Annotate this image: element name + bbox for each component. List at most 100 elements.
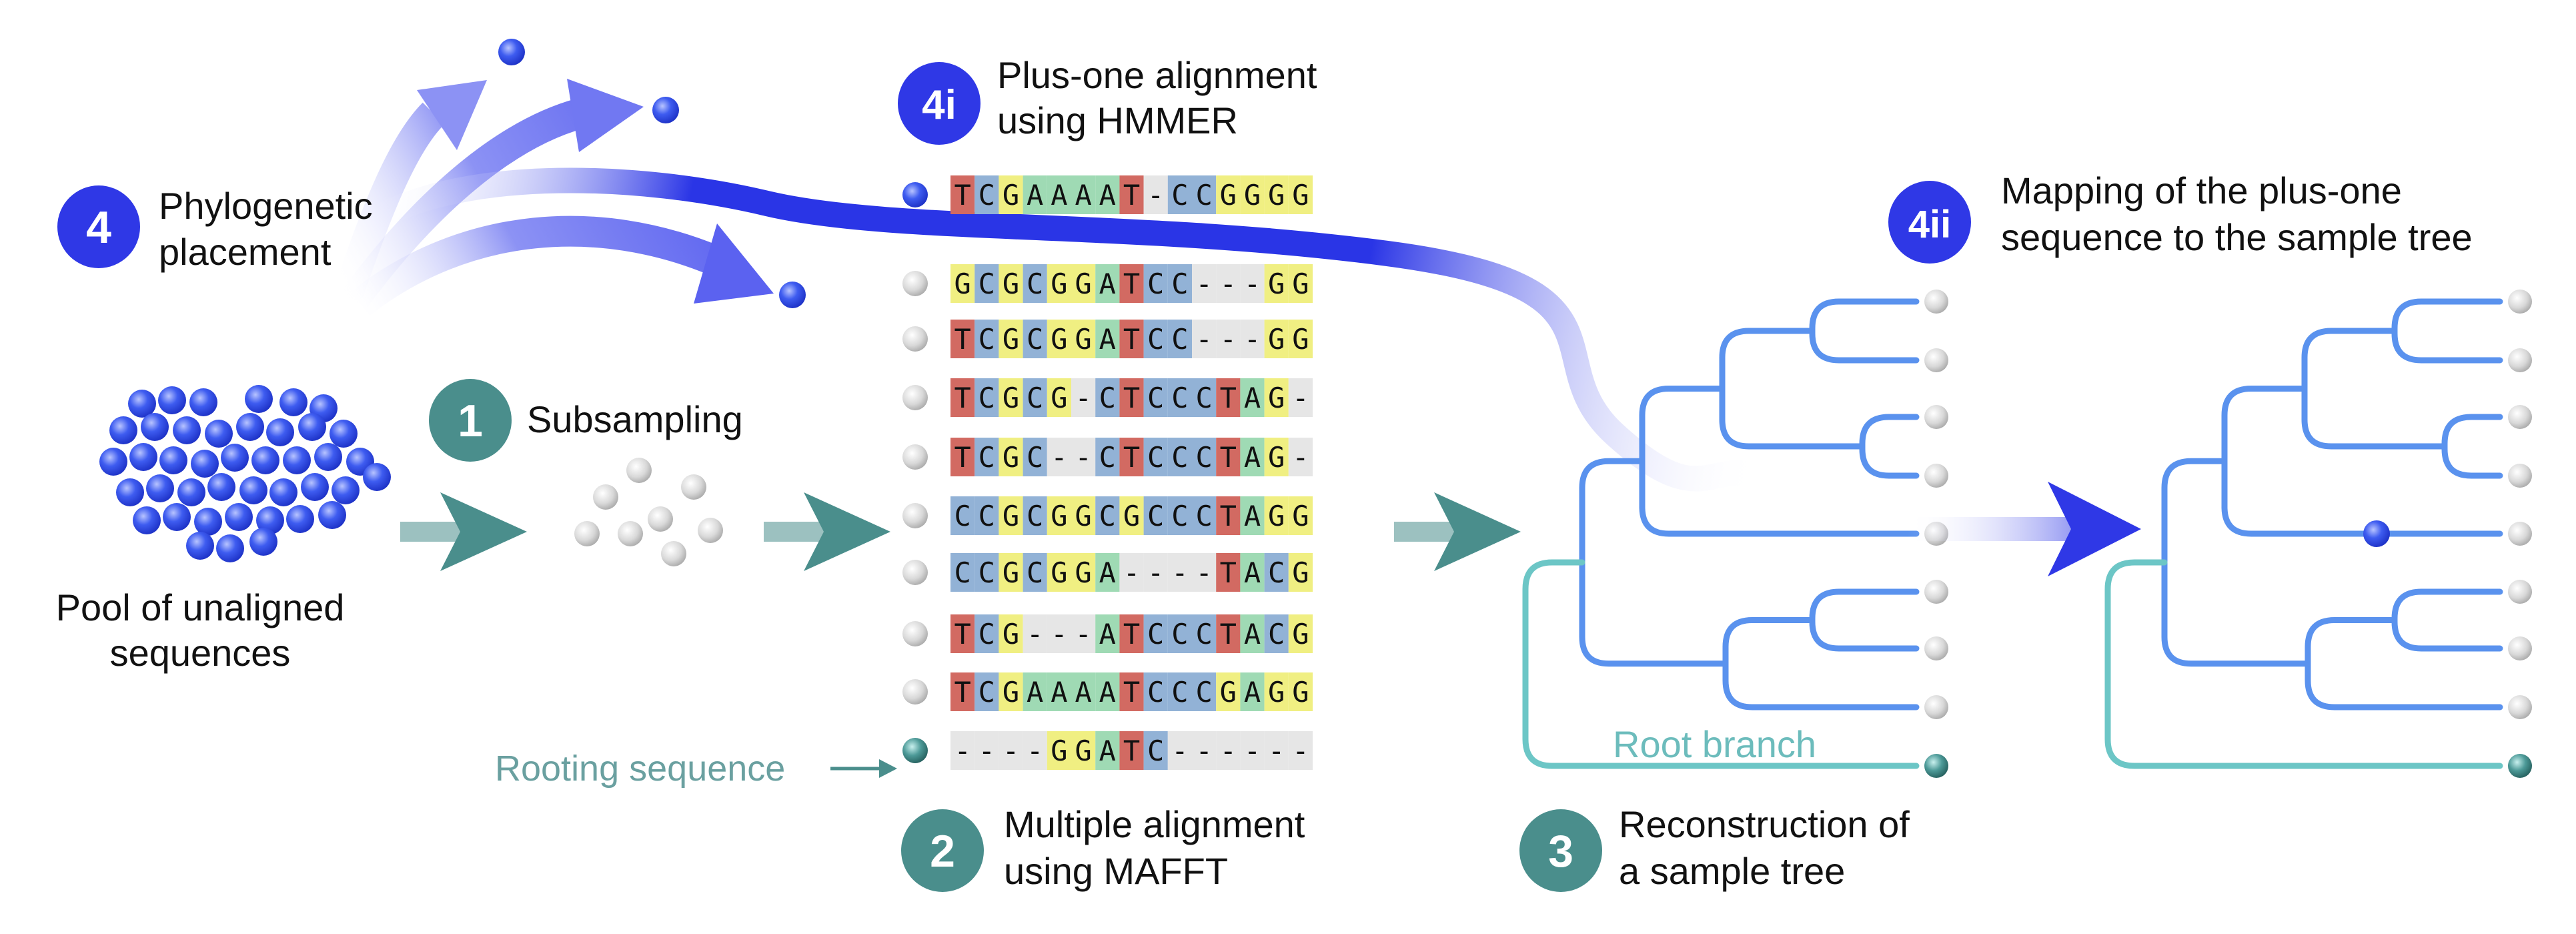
nucleotide-letter: C (954, 556, 971, 589)
nucleotide-letter: G (1003, 179, 1019, 211)
nucleotide-letter: G (1268, 179, 1285, 211)
nucleotide-letter: G (1268, 441, 1285, 474)
tree-branch (1859, 414, 1920, 479)
alignment-cell (1095, 320, 1120, 358)
nucleotide-letter: C (1195, 382, 1212, 414)
tree-leaf (2508, 695, 2532, 719)
nucleotide-letter: - (954, 735, 971, 767)
pool-sequence-dot (314, 443, 342, 471)
nucleotide-letter: C (1027, 500, 1043, 532)
step-4i-label-line2: using HMMER (997, 99, 1238, 141)
tree-leaf (2508, 636, 2532, 660)
pool-sequence-dot (191, 450, 219, 478)
alignment-cell (1288, 672, 1313, 711)
pool-sequence-dot (141, 413, 169, 441)
tree-leaf (2508, 348, 2532, 372)
pool-label-line1: Pool of unaligned (56, 586, 345, 628)
nucleotide-letter: A (1051, 676, 1067, 709)
teal-arrow-2 (764, 492, 890, 571)
alignment-cell (1119, 553, 1144, 592)
subsample-dot (618, 521, 643, 546)
alignment-cell (1071, 672, 1096, 711)
alignment-cell (1264, 438, 1289, 476)
step-4ii-label-line1: Mapping of the plus-one (2001, 169, 2402, 211)
nucleotide-letter: G (1003, 382, 1019, 414)
nucleotide-letter: G (1075, 735, 1091, 767)
nucleotide-letter: C (1195, 676, 1212, 709)
alignment-cell (1264, 731, 1289, 770)
nucleotide-letter: T (1123, 441, 1140, 474)
nucleotide-letter: G (1292, 323, 1309, 356)
alignment-cell (1047, 264, 1071, 303)
pool-sequence-dot (225, 503, 253, 531)
alignment-cell (1288, 731, 1313, 770)
alignment-cell (1119, 378, 1144, 417)
alignment-cell (1119, 175, 1144, 214)
nucleotide-letter: T (954, 382, 971, 414)
tree-branch (1639, 386, 1920, 537)
step-4ii-number: 4ii (1908, 203, 1952, 246)
alignment-cell (1288, 264, 1313, 303)
nucleotide-letter: C (1171, 441, 1188, 474)
tree-root-leaf (2508, 754, 2532, 778)
mapped-tree (2104, 290, 2532, 778)
nucleotide-letter: C (1147, 500, 1164, 532)
nucleotide-letter: G (1268, 500, 1285, 532)
nucleotide-letter: A (1244, 441, 1261, 474)
alignment-cell (1071, 496, 1096, 535)
pool-sequence-dot (239, 476, 267, 504)
step-3-label-line1: Reconstruction of (1619, 803, 1910, 845)
alignment-cell (1240, 553, 1265, 592)
tree-leaf (1924, 464, 1948, 488)
alignment-cell (1240, 378, 1265, 417)
alignment-cell (1071, 320, 1096, 358)
nucleotide-letter: A (1244, 676, 1261, 709)
alignment-cell (950, 378, 975, 417)
nucleotide-letter: - (1147, 179, 1164, 211)
pool-sequence-dot (363, 463, 391, 491)
step-4-number: 4 (86, 202, 111, 253)
alignment-cell (1119, 731, 1144, 770)
alignment-cell (1167, 320, 1192, 358)
tree-leaf (1924, 636, 1948, 660)
alignment-cell (1119, 614, 1144, 653)
alignment-cell (1240, 320, 1265, 358)
nucleotide-letter: - (1220, 268, 1237, 300)
alignment-cell (1167, 672, 1192, 711)
alignment-cell (1023, 175, 1047, 214)
alignment-cell (1167, 175, 1192, 214)
alignment-cell (1167, 614, 1192, 653)
nucleotide-letter: G (1220, 676, 1237, 709)
pool-sequence-dot (266, 418, 294, 446)
alignment-cell (950, 175, 975, 214)
alignment-cell (1023, 496, 1047, 535)
nucleotide-letter: A (1099, 268, 1116, 300)
alignment-cell (1119, 264, 1144, 303)
pool-sequence-dot (330, 420, 358, 448)
nucleotide-letter: A (1244, 618, 1261, 650)
step-2-label-line1: Multiple alignment (1004, 803, 1305, 845)
pool-sequence-dot (207, 473, 235, 501)
alignment-cell (1264, 553, 1289, 592)
alignment-cell (1143, 672, 1168, 711)
nucleotide-letter: - (1195, 323, 1212, 356)
nucleotide-letter: A (1099, 735, 1116, 767)
tree-leaf (1924, 348, 1948, 372)
nucleotide-letter: T (1220, 618, 1237, 650)
alignment-cell (1167, 731, 1192, 770)
tree-leaf (1924, 405, 1948, 429)
alignment-cell (1119, 320, 1144, 358)
nucleotide-letter: - (1220, 323, 1237, 356)
tree-branch (1719, 328, 1866, 450)
alignment-cell (1240, 614, 1265, 653)
nucleotide-letter: C (979, 676, 995, 709)
nucleotide-letter: G (1051, 735, 1067, 767)
alignment-cell (1288, 438, 1313, 476)
nucleotide-letter: - (1292, 441, 1309, 474)
nucleotide-letter: A (1244, 556, 1261, 589)
alignment-cell (999, 438, 1023, 476)
pool-sequence-dot (158, 386, 186, 414)
pool-sequence-dot (301, 473, 329, 501)
nucleotide-letter: A (1099, 179, 1116, 211)
